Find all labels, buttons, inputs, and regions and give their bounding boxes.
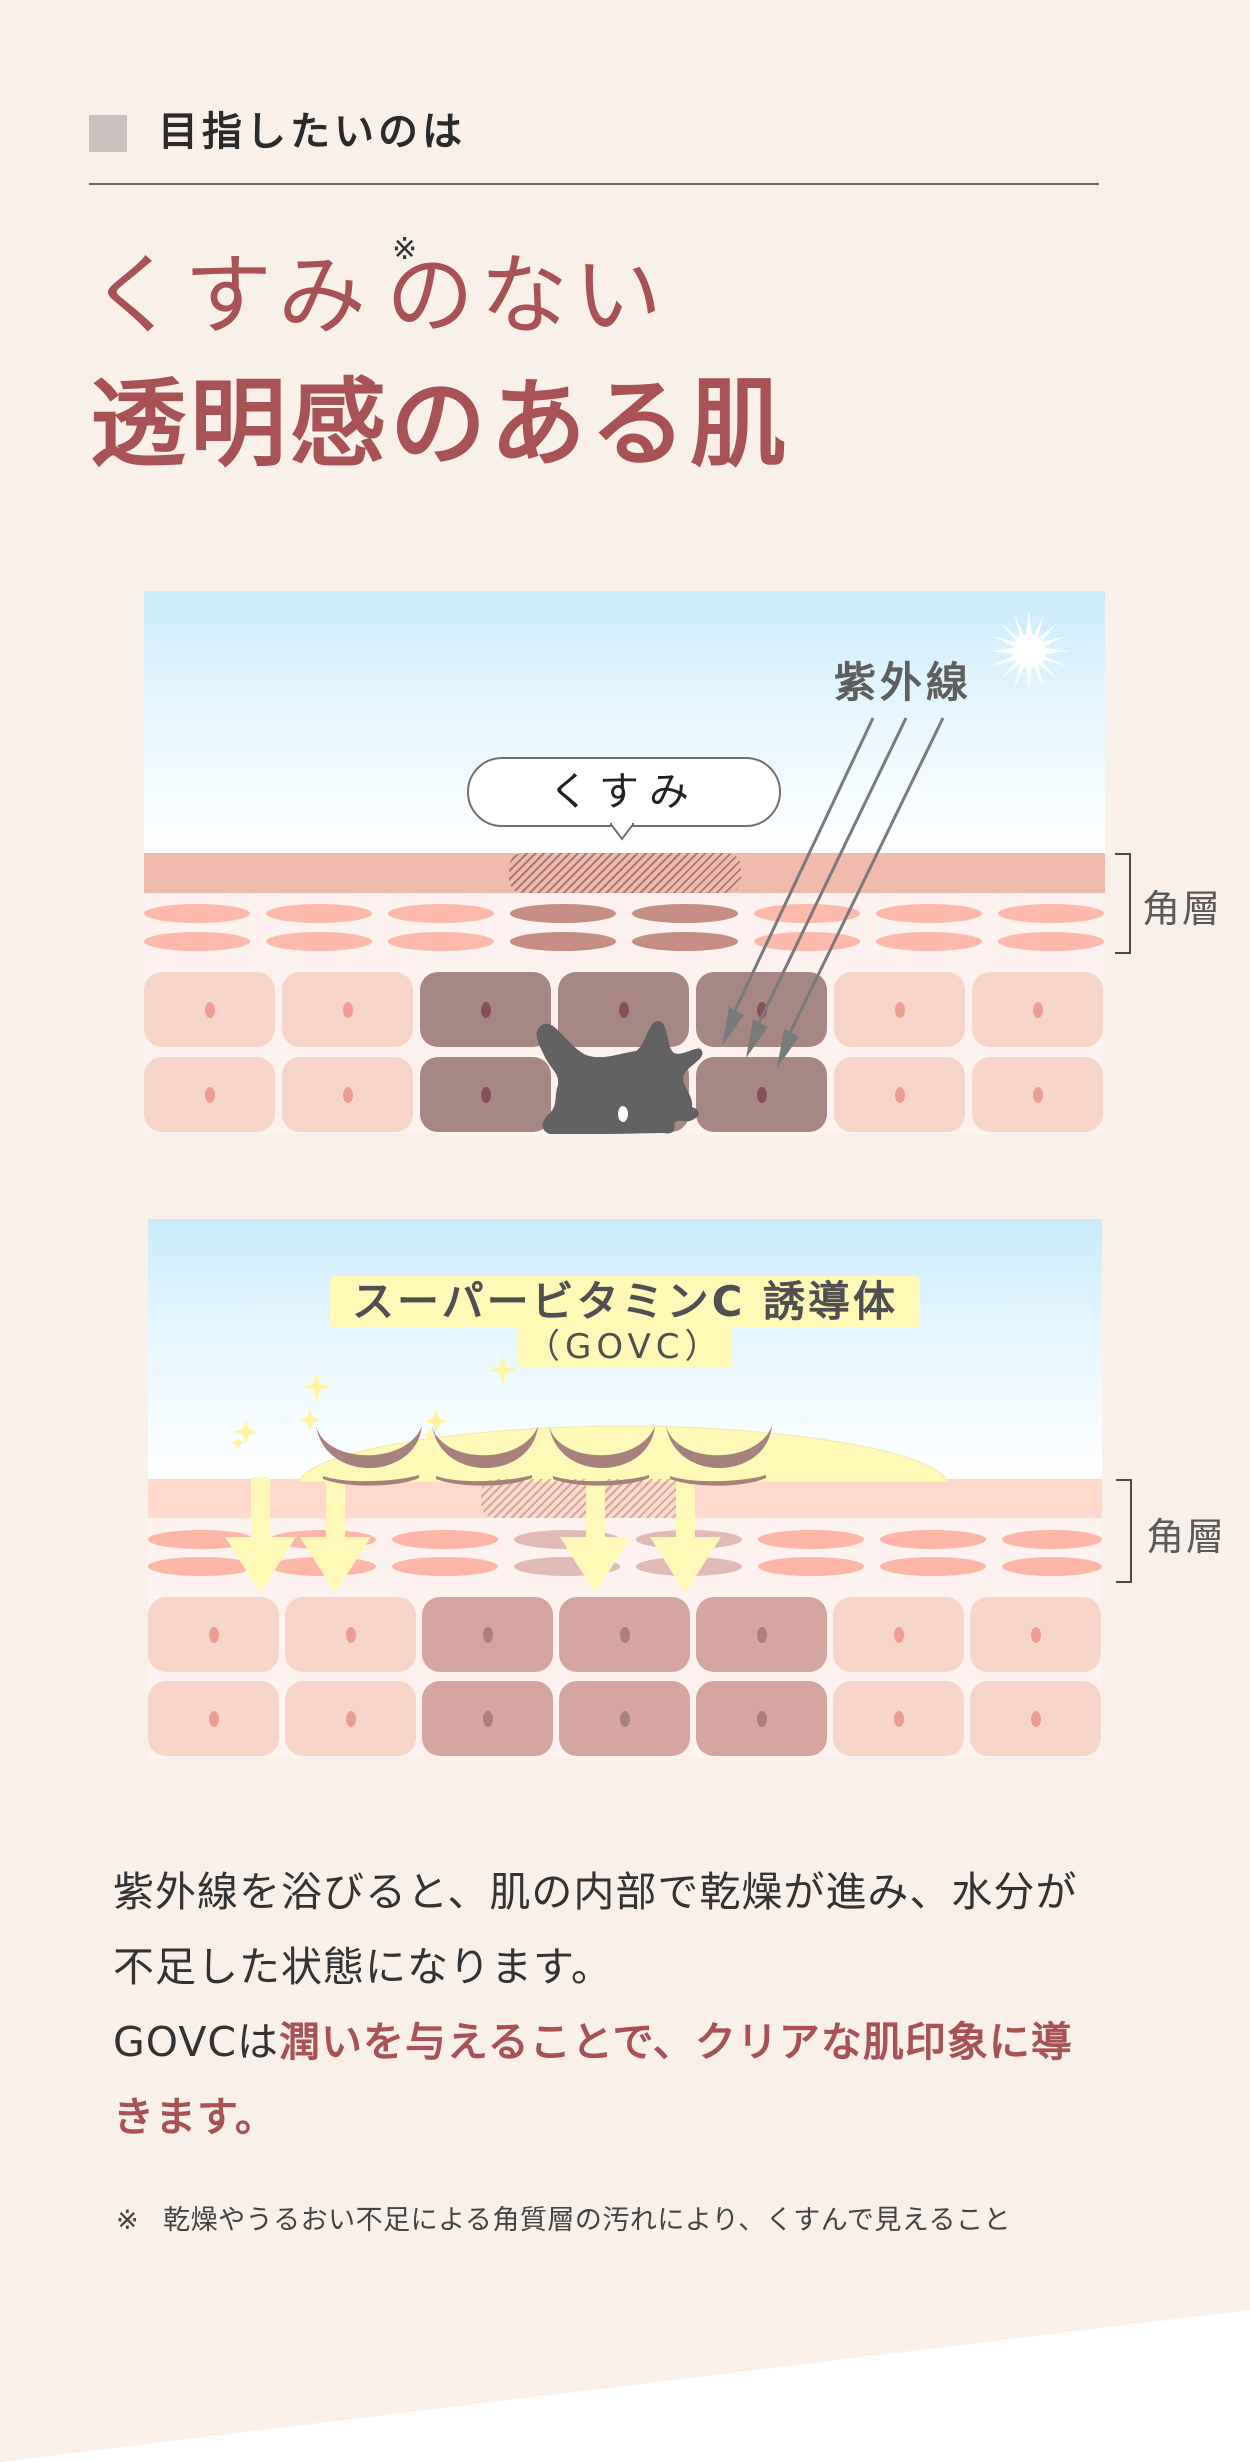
uv-arrow-icon <box>722 717 945 1068</box>
stratum-corneum-band <box>148 1479 1102 1518</box>
section-marker-square <box>89 115 127 152</box>
headline-kusumi: くすみ <box>90 244 373 347</box>
sparkle-icon <box>232 1355 518 1449</box>
footnote: ※ 乾燥やうるおい不足による角質層の汚れにより、くすんで見えること <box>116 2198 1011 2237</box>
headline-note-mark: ※ <box>392 232 418 267</box>
dullness-hatch-faded <box>481 1479 687 1518</box>
layer-label-1: 角層 <box>1142 887 1223 931</box>
section-divider <box>89 183 1099 185</box>
layer-bracket-2 <box>1116 1479 1132 1583</box>
headline-line-1: くすみのない <box>90 236 668 356</box>
diagram-govc-effect: スーパービタミンC 誘導体 （GOVC） <box>148 1219 1102 1758</box>
body-emphasis-2: きます。 <box>113 2093 277 2141</box>
body-line-3: GOVCは潤いを与えることで、クリアな肌印象に導 <box>113 2005 1133 2080</box>
moisture-arrow-icon <box>225 1477 721 1593</box>
headline-no-nai: のない <box>386 244 669 347</box>
headline-line-2: 透明感のある肌 <box>90 367 790 480</box>
bubble-label: くすみ <box>549 769 699 815</box>
footnote-text: 乾燥やうるおい不足による角質層の汚れにより、くすんで見えること <box>163 2205 1012 2236</box>
govc-title: スーパービタミンC 誘導体 <box>330 1276 921 1328</box>
body-line-2: 不足した状態になります。 <box>113 1943 613 1991</box>
dullness-speech-bubble: くすみ <box>467 757 781 827</box>
dullness-hatch <box>509 853 741 893</box>
melanocyte-icon <box>536 1020 703 1134</box>
lift-crescent-icon <box>316 1426 772 1486</box>
uv-label: 紫外線 <box>834 658 973 707</box>
sun-icon <box>989 611 1069 691</box>
body-emphasis-1: 潤いを与えることで、クリアな肌印象に導 <box>279 2018 1073 2066</box>
bubble-tail <box>610 823 634 841</box>
section-label: 目指したいのは <box>158 109 466 155</box>
layer-bracket-1 <box>1115 853 1131 954</box>
footnote-mark: ※ <box>116 2205 140 2236</box>
layer-label-2: 角層 <box>1146 1515 1227 1559</box>
diagram-uv-damage: 紫外線 くすみ <box>144 591 1105 1134</box>
body-line-1: 紫外線を浴びると、肌の内部で乾燥が進み、水分が <box>113 1868 1078 1916</box>
body-prefix: GOVCは <box>113 2018 279 2066</box>
body-paragraph: 紫外線を浴びると、肌の内部で乾燥が進み、水分が 不足した状態になります。 GOV… <box>113 1855 1133 2155</box>
govc-subtitle: （GOVC） <box>518 1326 732 1368</box>
